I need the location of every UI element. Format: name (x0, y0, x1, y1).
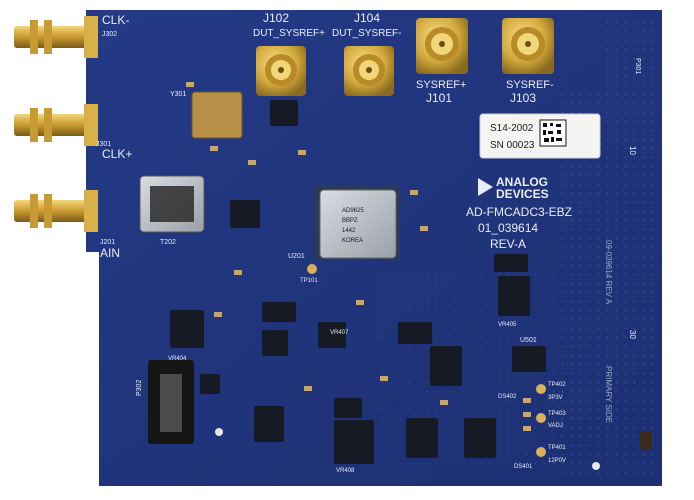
j302-label: J302 (102, 31, 117, 38)
tp401-label: TP401 (548, 445, 566, 451)
adc-chip-lid (319, 189, 397, 259)
capacitor (640, 432, 652, 450)
mounting-hole (215, 428, 223, 436)
board-part-number: 01_039614 (478, 221, 538, 235)
t202-label: T202 (160, 239, 176, 246)
vr407-label: VR407 (330, 330, 349, 336)
j104-label: J104 (354, 11, 380, 25)
tp403-label: TP403 (548, 411, 566, 417)
grid-marker-30: 30 (628, 330, 637, 339)
tp403-voltage-label: VADJ (548, 423, 563, 429)
test-point-tp401 (536, 447, 546, 457)
j104-signal-label: DUT_SYSREF- (332, 28, 401, 39)
p302-label: P302 (136, 380, 143, 396)
vr408-label: VR408 (336, 468, 355, 474)
sma-connector-j104 (344, 46, 394, 96)
j101-signal-label: SYSREF+ (416, 79, 466, 91)
crystal-oscillator (191, 91, 243, 139)
sma-connector-j103 (502, 18, 554, 74)
ds401-label: DS401 (514, 464, 533, 470)
clk-minus-label: CLK- (102, 13, 129, 27)
sma-connector-clk-minus (14, 16, 98, 58)
j201-label: J201 (100, 239, 115, 246)
sticker-line-1: S14-2002 (490, 123, 534, 134)
j102-label: J102 (263, 11, 289, 25)
j103-signal-label: SYSREF- (506, 79, 554, 91)
j102-signal-label: DUT_SYSREF+ (253, 28, 325, 39)
ain-label: AIN (100, 246, 120, 260)
y301-label: Y301 (170, 91, 186, 98)
ic-packages (170, 100, 546, 464)
j301-label: J301 (96, 141, 111, 148)
p301-label: P301 (634, 58, 641, 74)
clk-plus-label: CLK+ (102, 147, 132, 161)
analog-devices-logo-icon (478, 178, 493, 196)
test-point-tp403 (536, 413, 546, 423)
via-field-top (600, 20, 655, 90)
ds402-label: DS402 (498, 394, 517, 400)
sma-connector-clk-plus (14, 104, 98, 146)
chip-marking-2: BBPZ (342, 218, 358, 224)
mounting-hole-2 (592, 462, 600, 470)
tp401-voltage-label: 12P0V (548, 458, 566, 464)
sma-connector-j102 (256, 46, 306, 96)
test-point-tp101 (307, 264, 317, 274)
j101-label: J101 (426, 91, 452, 105)
logo-text-analog: ANALOG (496, 175, 548, 189)
u501-label: U501 (520, 337, 537, 344)
vr405-label: VR405 (498, 322, 517, 328)
board-model-label: AD-FMCADC3-EBZ (466, 205, 572, 219)
sma-connector-ain (14, 190, 98, 232)
board-revision-edge-text: 09-039614 REV A (604, 240, 613, 305)
test-point-tp402 (536, 384, 546, 394)
chip-marking-3: 1442 (342, 228, 356, 234)
board-revision: REV-A (490, 237, 526, 251)
passive-components (186, 82, 531, 431)
grid-marker-10: 10 (628, 146, 637, 155)
j103-label: J103 (510, 91, 536, 105)
tp402-label: TP402 (548, 382, 566, 388)
logo-text-devices: DEVICES (496, 187, 549, 201)
tp101-label: TP101 (300, 278, 318, 284)
u201-label: U201 (288, 253, 305, 260)
sticker-line-2: SN 00023 (490, 140, 535, 151)
vr404-label: VR404 (168, 356, 187, 362)
sma-connector-j101 (416, 18, 468, 74)
primary-side-text: PRIMARY SIDE (604, 366, 613, 423)
chip-marking-4: KOREA (342, 238, 363, 244)
chip-marking-1: AD9625 (342, 208, 364, 214)
tp402-voltage-label: 3P3V (548, 395, 563, 401)
